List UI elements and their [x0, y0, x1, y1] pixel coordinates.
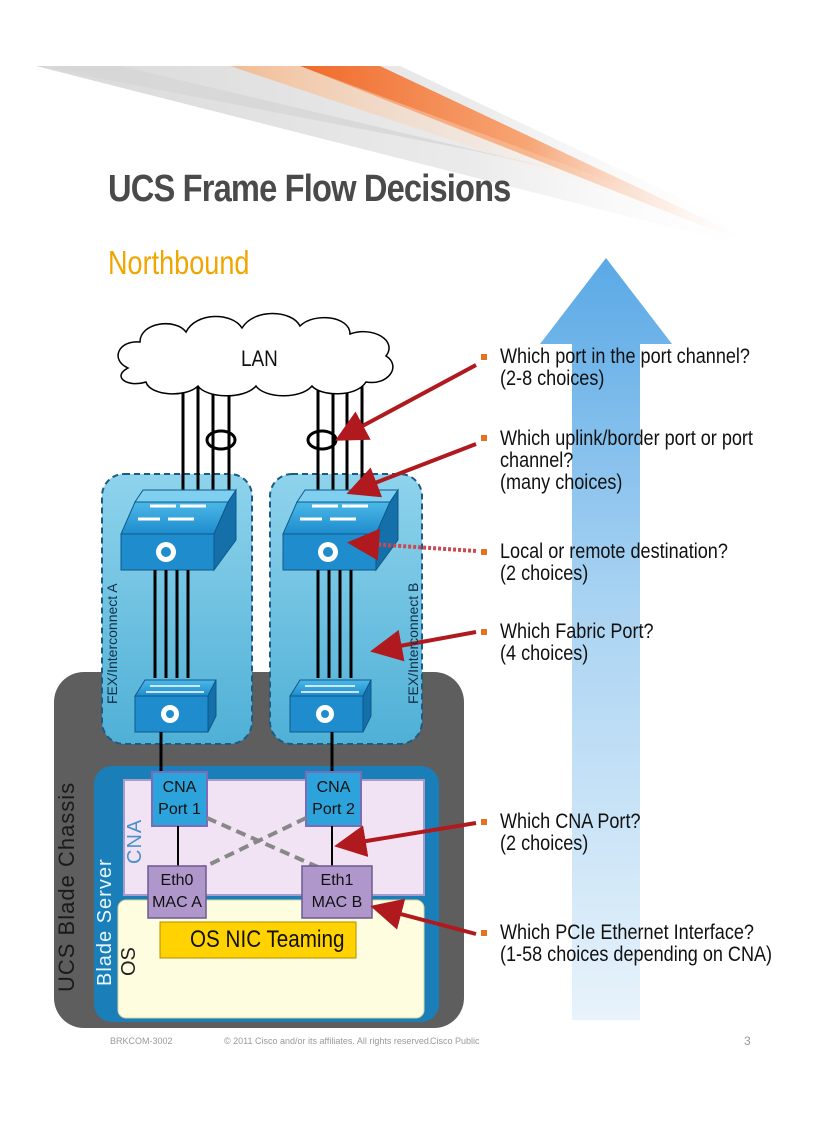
nic-teaming-bar	[159, 921, 357, 959]
eth1-label: Eth1 MAC B	[311, 872, 363, 911]
os-area-label: OS	[118, 947, 140, 976]
bullet-text-4: Which Fabric Port? (4 choices)	[500, 620, 654, 665]
bullet-text-5: Which CNA Port? (2 choices)	[500, 810, 641, 855]
lan-cloud	[117, 312, 394, 397]
fabric-switch-b	[282, 488, 399, 572]
footer-copyright: © 2011 Cisco and/or its affiliates. All …	[224, 1036, 432, 1046]
iom-switch-b	[289, 679, 372, 733]
blade-server-label: Blade Server	[94, 858, 116, 986]
cna-port-2	[305, 771, 362, 827]
bullet-marker-4	[481, 629, 487, 635]
bullet-text-1: Which port in the port channel? (2-8 cho…	[500, 345, 750, 390]
footer-classification: Cisco Public	[430, 1036, 480, 1046]
nic-teaming-label: OS NIC Teaming	[190, 926, 345, 953]
eth1-interface	[301, 865, 373, 919]
cna-port-1	[151, 771, 208, 827]
footer-code: BRKCOM-3002	[110, 1036, 173, 1046]
iom-cna-links	[159, 732, 334, 772]
bullet-marker-1	[481, 354, 487, 360]
bullet-marker-3	[481, 549, 487, 555]
header-swoosh-peach	[230, 66, 660, 200]
fex-a-label: FEX/Interconnect A	[104, 583, 120, 704]
bullet-marker-6	[481, 930, 487, 936]
bullet-text-6: Which PCIe Ethernet Interface? (1-58 cho…	[500, 921, 773, 966]
cna-port-1-label: CNA Port 1	[158, 779, 201, 818]
callout-arrows	[334, 363, 477, 936]
eth0-interface	[147, 865, 207, 919]
port-channel-ring-a	[205, 429, 237, 451]
lan-label: LAN	[241, 346, 278, 371]
northbound-arrow	[540, 258, 672, 1020]
cna-port-2-label: CNA Port 2	[312, 779, 355, 818]
bullet-marker-2	[481, 435, 487, 441]
page-number: 3	[744, 1034, 751, 1048]
bullet-text-3: Local or remote destination? (2 choices)	[500, 540, 728, 585]
header-swoosh-gray	[36, 66, 770, 250]
eth0-label: Eth0 MAC A	[152, 872, 202, 911]
cna-internal-links	[177, 826, 333, 866]
fex-b-label: FEX/Interconnect B	[405, 582, 421, 704]
slide-title: UCS Frame Flow Decisions	[108, 168, 511, 210]
chassis-label: UCS Blade Chassis	[54, 781, 79, 992]
iom-switch-a	[134, 679, 217, 733]
fabric-links	[153, 570, 353, 678]
cna-area-label: CNA	[124, 818, 146, 864]
fabric-switch-a	[120, 488, 237, 572]
bullet-text-2: Which uplink/border port or port channel…	[500, 427, 753, 494]
slide-subtitle: Northbound	[108, 244, 250, 281]
bullet-marker-5	[481, 819, 487, 825]
cna-cross-links	[201, 816, 321, 870]
